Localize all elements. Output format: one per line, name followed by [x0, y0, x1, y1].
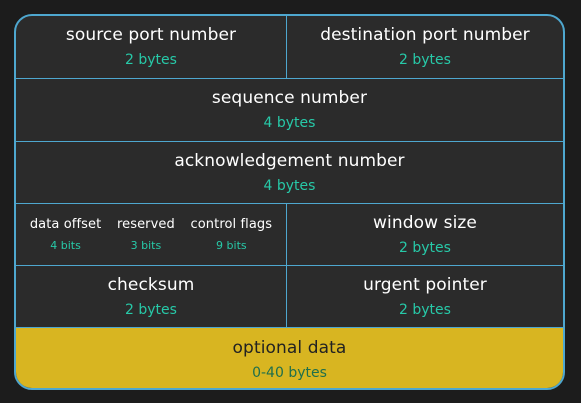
- field-size: 0-40 bytes: [252, 365, 327, 381]
- field-size: 2 bytes: [399, 301, 451, 318]
- field-name: window size: [373, 212, 477, 233]
- field-reserved: reserved 3 bits: [117, 216, 175, 254]
- field-checksum: checksum 2 bytes: [16, 266, 286, 327]
- row-acknowledgement: acknowledgement number 4 bytes: [16, 142, 563, 204]
- field-urgent-pointer: urgent pointer 2 bytes: [286, 266, 563, 327]
- field-name: acknowledgement number: [174, 150, 405, 171]
- field-name: reserved: [116, 216, 175, 232]
- field-sequence-number: sequence number 4 bytes: [16, 79, 563, 141]
- field-destination-port: destination port number 2 bytes: [286, 16, 563, 78]
- row-ports: source port number 2 bytes destination p…: [16, 16, 563, 79]
- row-sequence: sequence number 4 bytes: [16, 79, 563, 142]
- field-offset-group: data offset 4 bits reserved 3 bits contr…: [16, 204, 286, 265]
- row-checksum-urgent: checksum 2 bytes urgent pointer 2 bytes: [16, 266, 563, 328]
- field-name: control flags: [190, 216, 273, 232]
- field-acknowledgement-number: acknowledgement number 4 bytes: [16, 142, 563, 203]
- field-size: 4 bits: [50, 238, 81, 252]
- field-name: source port number: [65, 25, 237, 45]
- tcp-header-diagram: source port number 2 bytes destination p…: [14, 14, 565, 390]
- field-size: 9 bits: [216, 238, 247, 252]
- field-size: 2 bytes: [125, 301, 177, 318]
- field-data-offset: data offset 4 bits: [30, 216, 102, 254]
- field-optional-data: optional data 0-40 bytes: [16, 328, 563, 388]
- field-name: optional data: [232, 338, 347, 358]
- field-size: 2 bytes: [125, 52, 177, 68]
- field-name: data offset: [29, 216, 102, 232]
- field-name: urgent pointer: [363, 274, 487, 295]
- field-name: sequence number: [211, 88, 368, 108]
- field-size: 2 bytes: [399, 52, 451, 68]
- field-source-port: source port number 2 bytes: [16, 16, 286, 78]
- field-size: 4 bytes: [263, 177, 316, 194]
- field-name: checksum: [107, 274, 195, 295]
- field-size: 4 bytes: [263, 115, 316, 131]
- field-size: 3 bits: [130, 238, 162, 252]
- field-window-size: window size 2 bytes: [286, 204, 563, 265]
- field-size: 2 bytes: [399, 239, 451, 256]
- field-control-flags: control flags 9 bits: [190, 216, 272, 254]
- field-name: destination port number: [320, 25, 530, 45]
- row-optional-data: optional data 0-40 bytes: [16, 328, 563, 388]
- row-flags-window: data offset 4 bits reserved 3 bits contr…: [16, 204, 563, 266]
